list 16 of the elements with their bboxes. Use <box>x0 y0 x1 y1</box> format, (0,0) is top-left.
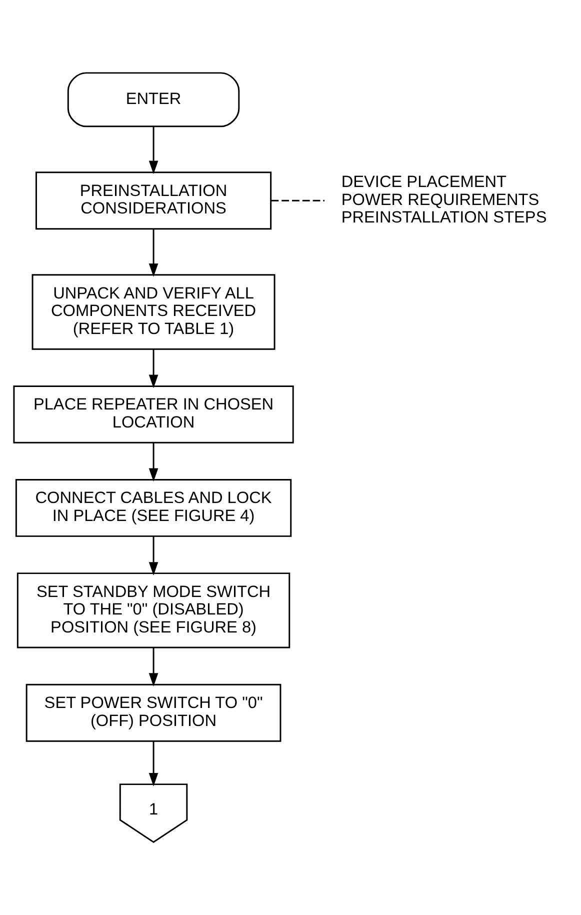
node-box: ENTER <box>67 72 240 128</box>
node-box: SET POWER SWITCH TO "0" (OFF) POSITION <box>26 684 282 742</box>
arrow <box>148 536 158 576</box>
connector <box>271 200 324 202</box>
node-text: DEVICE PLACEMENT POWER REQUIREMENTS PREINSTALLATION STEPS <box>341 172 547 227</box>
node-box: PLACE REPEATER IN CHOSEN LOCATION <box>13 385 294 444</box>
arrow <box>148 126 158 174</box>
arrow <box>148 741 158 786</box>
arrow <box>148 228 158 277</box>
arrow <box>148 349 158 388</box>
arrow <box>148 443 158 482</box>
node-box: CONNECT CABLES AND LOCK IN PLACE (SEE FIGURE 4) <box>15 479 292 537</box>
node-box: PREINSTALLATION CONSIDERATIONS <box>35 172 272 230</box>
node-box: UNPACK AND VERIFY ALL COMPONENTS RECEIVED (REFER TO TABLE 1) <box>32 274 276 350</box>
arrow <box>148 648 158 687</box>
node-box: SET STANDBY MODE SWITCH TO THE "0" (DISABLED) POSITION (SEE FIGURE 8) <box>16 572 290 648</box>
